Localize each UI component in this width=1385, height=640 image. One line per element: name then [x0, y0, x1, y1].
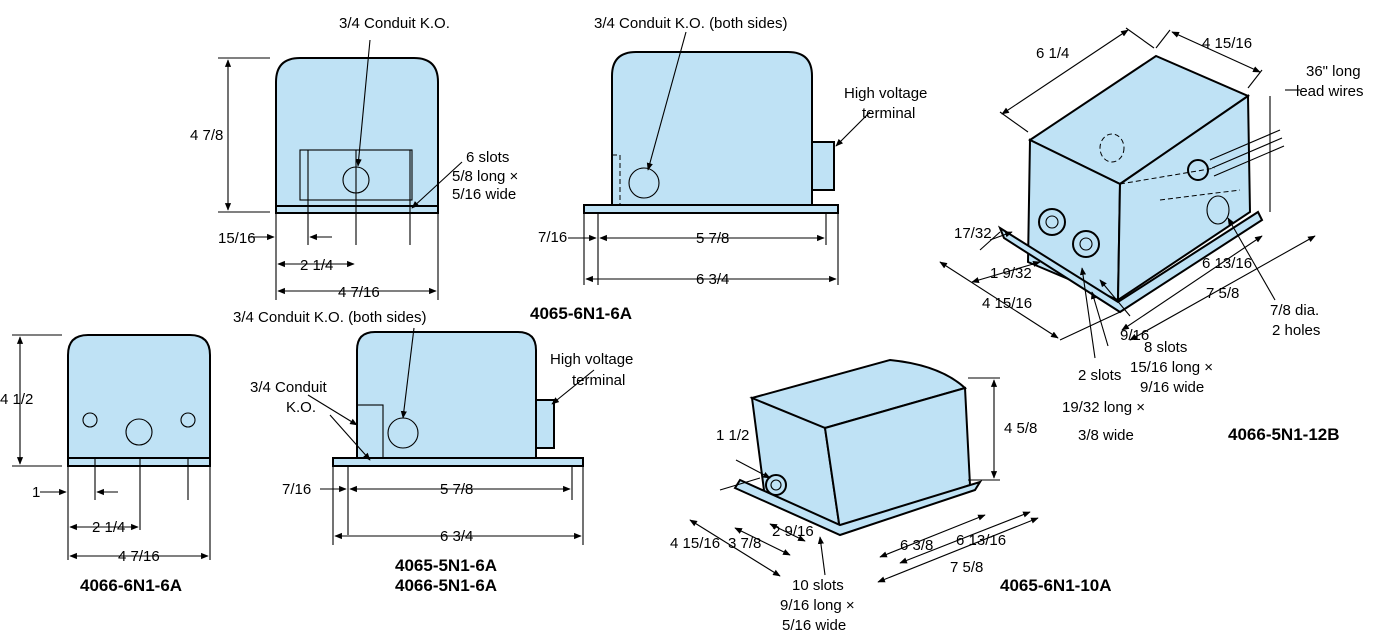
transformer-body-bottom-mid: [356, 331, 537, 459]
side1-label: 6 13/16: [1202, 255, 1252, 272]
conduit-knockout-top-mid: [628, 167, 660, 199]
terminal-box-top-mid: [811, 141, 835, 191]
conduit-label: 3/4 Conduit K.O. (both sides): [233, 309, 426, 326]
lead-label: 1 1/2: [716, 427, 749, 444]
side-knockout: [1206, 195, 1230, 225]
top-width-label: 6 1/4: [1036, 45, 1069, 62]
conduit-label: 3/4 Conduit K.O. (both sides): [594, 15, 787, 32]
slots2-label: 2 slots: [1078, 367, 1121, 384]
off3-label: 4 15/16: [982, 295, 1032, 312]
top-depth-label: 4 15/16: [1202, 35, 1252, 52]
leads-label-1: 36" long: [1306, 63, 1361, 80]
hidden-knockout: [1099, 133, 1125, 163]
model-label: 4066-6N1-6A: [80, 576, 182, 595]
width-label: 6 3/4: [440, 528, 473, 545]
slot-length-label: 5/8 long ×: [452, 168, 518, 185]
view-top-left: 3/4 Conduit K.O. 4 7/8 6 slots 5/8 long …: [190, 15, 518, 301]
slots8-width-label: 9/16 wide: [1140, 379, 1204, 396]
model-label: 4065-6N1-6A: [530, 304, 632, 323]
view-top-middle: 3/4 Conduit K.O. (both sides) High volta…: [530, 15, 927, 323]
base-plate-bottom-left: [67, 457, 211, 467]
terminal-label-2: terminal: [572, 372, 625, 389]
terminal-label-1: High voltage: [550, 351, 633, 368]
height-label: 4 1/2: [0, 391, 33, 408]
slots8-label: 8 slots: [1144, 339, 1187, 356]
terminal-label-2: terminal: [862, 105, 915, 122]
mount-bolt-left: [82, 412, 98, 428]
transformer-body-bottom-left: [67, 334, 211, 459]
model-label-1: 4065-5N1-6A: [395, 556, 497, 575]
lead-bushing-left: [1038, 208, 1066, 236]
transformer-body-top-left: [275, 57, 439, 207]
transformer-body-top-mid: [611, 51, 813, 206]
view-bottom-right: 1 1/2 4 5/8 4 15/16 3 7/8 2 9/16 6 3/8 6…: [670, 358, 1112, 634]
base-plate-top-mid: [583, 204, 839, 214]
spacing-label: 2 1/4: [300, 257, 333, 274]
model-label: 4065-6N1-10A: [1000, 576, 1112, 595]
depth1-label: 4 15/16: [670, 535, 720, 552]
spacing-label: 2 1/4: [92, 519, 125, 536]
offset-label: 1: [32, 484, 40, 501]
height-label: 4 7/8: [190, 127, 223, 144]
hv-terminal: [1187, 159, 1209, 181]
holes-label-2: 2 holes: [1272, 322, 1320, 339]
view-bottom-left: 4 1/2 1 2 1/4 4 7/16 4066-6N1-6A: [0, 334, 211, 595]
conduit-label: 3/4 Conduit K.O.: [339, 15, 450, 32]
mount-bolt-right: [180, 412, 196, 428]
conduit-knockout: [125, 418, 153, 446]
height-label: 4 5/8: [1004, 420, 1037, 437]
depth2-label: 3 7/8: [728, 535, 761, 552]
width-label: 4 7/16: [118, 548, 160, 565]
offset-label: 15/16: [218, 230, 256, 247]
width-label: 4 7/16: [338, 284, 380, 301]
conduit2-label-2: K.O.: [286, 399, 316, 416]
depth3-label: 2 9/16: [772, 523, 814, 540]
slot-width-label: 5/16 wide: [452, 186, 516, 203]
model-label: 4066-5N1-12B: [1228, 425, 1340, 444]
base-plate-bottom-mid: [332, 457, 584, 467]
offset-label: 7/16: [282, 481, 311, 498]
slots2-width-label: 3/8 wide: [1078, 427, 1134, 444]
leads-label-2: lead wires: [1296, 83, 1364, 100]
width-label: 6 3/4: [696, 271, 729, 288]
base-plate-top-left: [275, 205, 439, 214]
off4-label: 9/16: [1120, 327, 1149, 344]
slots-label: 6 slots: [466, 149, 509, 166]
slots-label: 10 slots: [792, 577, 844, 594]
slot-length-label: 9/16 long ×: [780, 597, 855, 614]
terminal-label-1: High voltage: [844, 85, 927, 102]
model-label-2: 4066-5N1-6A: [395, 576, 497, 595]
off2-label: 1 9/32: [990, 265, 1032, 282]
lead-bushing: [765, 474, 787, 496]
off1-label: 17/32: [954, 225, 992, 242]
base-flange: [733, 478, 983, 537]
slot-width-label: 5/16 wide: [782, 617, 846, 634]
view-top-right: 6 1/4 4 15/16 36" long lead wires 17/32 …: [939, 27, 1364, 444]
terminal-box-bottom-mid: [535, 399, 555, 449]
inner-width-label: 5 7/8: [440, 481, 473, 498]
side1-label: 6 3/8: [900, 537, 933, 554]
lead-bushing-right: [1072, 230, 1100, 258]
side2-label: 7 5/8: [1206, 285, 1239, 302]
offset-label: 7/16: [538, 229, 567, 246]
side3-label: 7 5/8: [950, 559, 983, 576]
inner-width-label: 5 7/8: [696, 230, 729, 247]
side2-label: 6 13/16: [956, 532, 1006, 549]
slots8-length-label: 15/16 long ×: [1130, 359, 1213, 376]
conduit2-label-1: 3/4 Conduit: [250, 379, 328, 396]
holes-label-1: 7/8 dia.: [1270, 302, 1319, 319]
view-bottom-middle: 3/4 Conduit K.O. (both sides) 3/4 Condui…: [233, 309, 633, 595]
slots2-length-label: 19/32 long ×: [1062, 399, 1145, 416]
